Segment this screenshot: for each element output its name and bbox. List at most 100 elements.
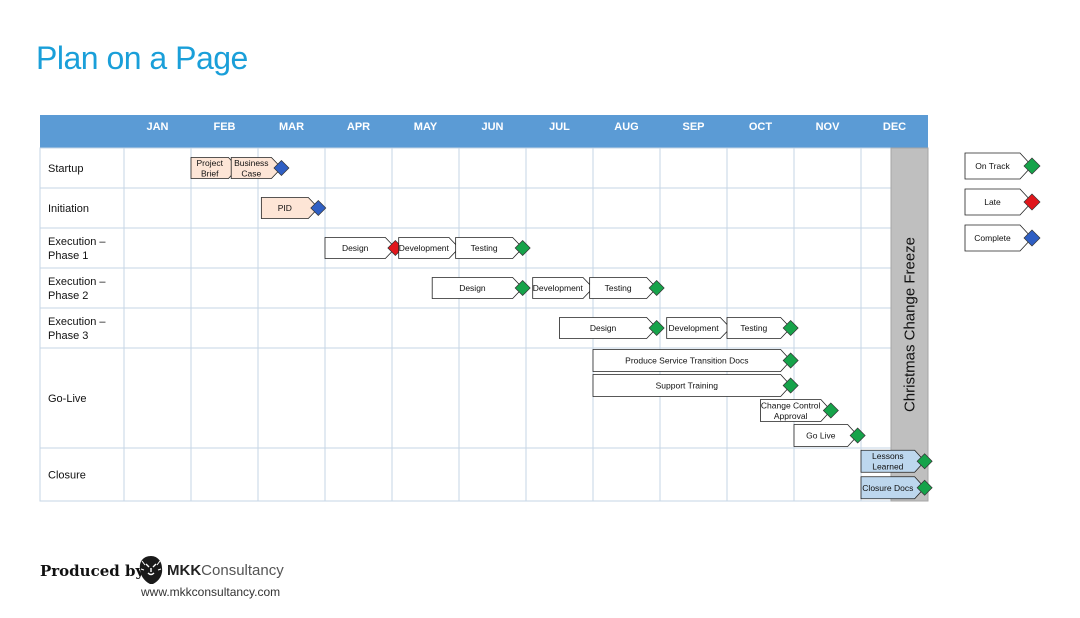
legend-label: On Track — [975, 161, 1010, 171]
task-shape — [592, 374, 792, 397]
task-shape — [455, 237, 524, 259]
footer-company-name: MKKConsultancy — [167, 562, 284, 579]
status-diamond-icon — [1023, 157, 1041, 175]
task-shape — [589, 277, 658, 299]
task-shape — [431, 277, 524, 299]
month-mar: MAR — [279, 121, 304, 133]
task-golive: Support Training — [592, 374, 799, 397]
task-label: Closure Docs — [862, 483, 913, 493]
task-shape — [398, 237, 460, 259]
task-shape — [760, 399, 832, 422]
status-diamond-icon — [1023, 193, 1041, 211]
row-label: Phase 3 — [48, 330, 88, 342]
task-label: Development — [399, 243, 450, 253]
row-label: Initiation — [48, 203, 89, 215]
task-label: Lessons — [872, 451, 904, 461]
footer-company-light: Consultancy — [201, 562, 284, 579]
task-label: Design — [342, 243, 369, 253]
task-exec1: Testing — [455, 237, 531, 259]
month-may: MAY — [414, 121, 438, 133]
page-title: Plan on a Page — [36, 40, 248, 76]
status-diamond-icon — [273, 160, 290, 176]
task-label: Produce Service Transition Docs — [625, 356, 748, 366]
task-exec3: Design — [559, 317, 665, 339]
task-initiation: PID — [260, 197, 327, 219]
task-exec3: Development — [666, 317, 731, 339]
row-label: Execution – — [48, 316, 106, 328]
status-diamond-icon — [514, 280, 531, 296]
lion-logo-icon — [139, 556, 163, 584]
row-label: Phase 2 — [48, 290, 88, 302]
task-shape — [860, 476, 926, 500]
row-label: Execution – — [48, 236, 106, 248]
footer-produced-by: Produced by — [40, 562, 145, 580]
task-shape — [532, 277, 594, 299]
task-label: Design — [459, 283, 486, 293]
status-diamond-icon — [822, 402, 839, 419]
task-label: Business — [234, 158, 269, 168]
legend-label: Late — [984, 197, 1001, 207]
task-exec2: Design — [431, 277, 531, 299]
task-label: Testing — [740, 323, 767, 333]
footer-url: www.mkkconsultancy.com — [141, 585, 281, 599]
task-label: PID — [278, 203, 292, 213]
status-diamond-icon — [648, 280, 665, 296]
task-exec2: Development — [532, 277, 594, 299]
row-label: Closure — [48, 470, 86, 482]
task-exec3: Testing — [726, 317, 799, 339]
legend-item-on_track: On Track — [964, 152, 1041, 180]
month-apr: APR — [347, 121, 370, 133]
task-golive: Go Live — [793, 424, 866, 447]
status-diamond-icon — [916, 453, 933, 470]
legend-label: Complete — [974, 233, 1011, 243]
header-bar — [40, 115, 928, 148]
month-oct: OCT — [749, 121, 773, 133]
status-diamond-icon — [916, 479, 933, 496]
status-diamond-icon — [849, 427, 866, 444]
task-shape — [324, 237, 396, 259]
task-label: Support Training — [656, 381, 719, 391]
footer-company-bold: MKK — [167, 562, 202, 579]
legend-item-late: Late — [964, 188, 1041, 216]
legend-item-complete: Complete — [964, 224, 1041, 252]
task-shape — [793, 424, 859, 447]
task-shape — [230, 157, 283, 179]
status-diamond-icon — [514, 240, 531, 256]
task-label: Go Live — [806, 431, 836, 441]
legend-shape — [964, 188, 1033, 216]
task-closure: Closure Docs — [860, 476, 933, 500]
month-jan: JAN — [146, 121, 168, 133]
task-label: Case — [241, 168, 261, 178]
task-label: Testing — [471, 243, 498, 253]
task-shape — [260, 197, 319, 219]
month-aug: AUG — [614, 121, 638, 133]
task-label: Learned — [872, 462, 903, 472]
task-label: Brief — [201, 168, 219, 178]
task-golive: Produce Service Transition Docs — [592, 349, 799, 372]
task-label: Development — [668, 323, 719, 333]
month-jun: JUN — [481, 121, 503, 133]
task-exec1: Development — [398, 237, 460, 259]
task-shape — [726, 317, 792, 339]
legend-shape — [964, 152, 1033, 180]
row-label: Phase 1 — [48, 250, 88, 262]
status-diamond-icon — [310, 200, 327, 216]
month-feb: FEB — [214, 121, 236, 133]
status-diamond-icon — [1023, 229, 1041, 247]
task-label: Testing — [605, 283, 632, 293]
row-label: Go-Live — [48, 393, 87, 405]
status-diamond-icon — [648, 320, 665, 336]
status-diamond-icon — [782, 320, 799, 336]
task-label: Development — [533, 283, 584, 293]
month-jul: JUL — [549, 121, 570, 133]
task-shape — [860, 449, 926, 473]
freeze-label: Christmas Change Freeze — [902, 237, 919, 412]
month-nov: NOV — [816, 121, 841, 133]
month-dec: DEC — [883, 121, 906, 133]
task-label: Design — [590, 323, 617, 333]
task-shape — [666, 317, 731, 339]
task-exec2: Testing — [589, 277, 665, 299]
